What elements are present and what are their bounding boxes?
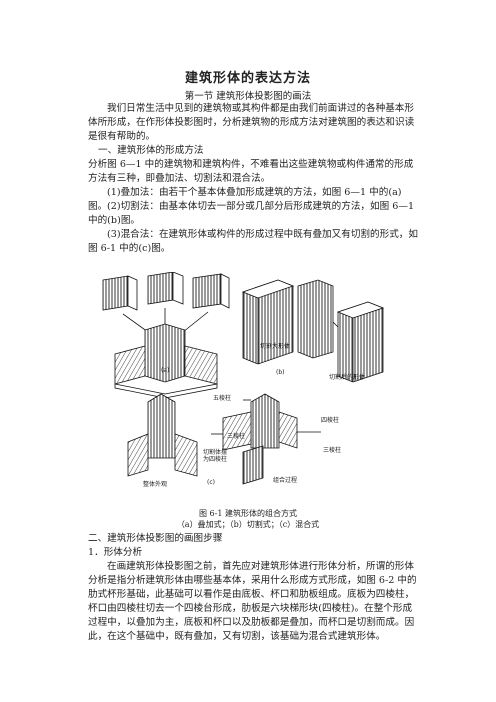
figure-a-stacking: [102, 272, 230, 399]
section-title: 第一节 建筑形体投影图的画法: [184, 91, 312, 102]
intro-paragraph: 我们日常生活中见到的建筑物或其构件都是由我们前面讲过的各种基本形体所形成，在作形…: [88, 103, 415, 142]
figure-label-cut-big: 切割大形体: [260, 342, 290, 350]
figure-label-whole: 整体外观: [143, 480, 167, 488]
figure-label-cut-after: 切割后的形体: [329, 373, 365, 381]
figure-label-cut-sub-2: 为四棱柱: [203, 455, 227, 463]
figure-label-quad: 四棱柱: [321, 416, 339, 424]
figure-label-b: (b): [276, 369, 285, 376]
paragraph-cutting: (2)切割法：由基本体切去一部分或几部分后形成建筑的方法，如图 6—1 中的(b…: [88, 201, 415, 226]
heading-formation: 一、建筑形体的形成方法: [98, 145, 204, 156]
paragraph-analysis: 分析图 6—1 中的建筑物和建筑构件，不难看出这些建筑物或构件通常的形成方法有三…: [88, 159, 414, 184]
figure-label-tri-left: 三棱柱: [227, 432, 245, 440]
paragraph-mixed: (3)混合法：在建筑形体或构件的形成过程中既有叠加又有切割的形式，如图 6-1 …: [88, 229, 418, 254]
heading-shape-analysis: 1．形体分析: [88, 547, 143, 558]
figure-label-cut-sub-1: 切割体摆: [203, 448, 227, 456]
figure-c-mixed: [127, 393, 321, 485]
figure-label-penta: 五棱柱: [213, 394, 231, 402]
figure-label-tri-right: 三棱柱: [323, 446, 341, 454]
heading-drawing-steps: 二、建筑形体投影图的画图步骤: [88, 533, 223, 544]
document-title: 建筑形体的表达方法: [184, 71, 311, 86]
figure-caption: 图 6-1 建筑形体的组合方式: [199, 509, 297, 518]
figure-label-c: (c): [207, 479, 215, 486]
figure-b-cutting: [241, 279, 385, 383]
paragraph-stacking: (1)叠加法：由若干个基本体叠加形成建筑的方法，如图 6—1 中的(a)图。: [88, 187, 402, 212]
figure-6-1: (a) (a) 切割大形体 (b) 切割后的形体: [102, 272, 385, 488]
figure-caption-sub: （a）叠加式；（b）切割式；（c）混合式: [176, 520, 320, 529]
paragraph-shape-analysis: 在画建筑形体投影图之前，首先应对建筑形体进行形体分析，所谓的形体分析是指分析建筑…: [88, 561, 417, 642]
figure-label-combine: 组合过程: [273, 476, 297, 484]
figure-label-a: (a): [161, 367, 169, 374]
